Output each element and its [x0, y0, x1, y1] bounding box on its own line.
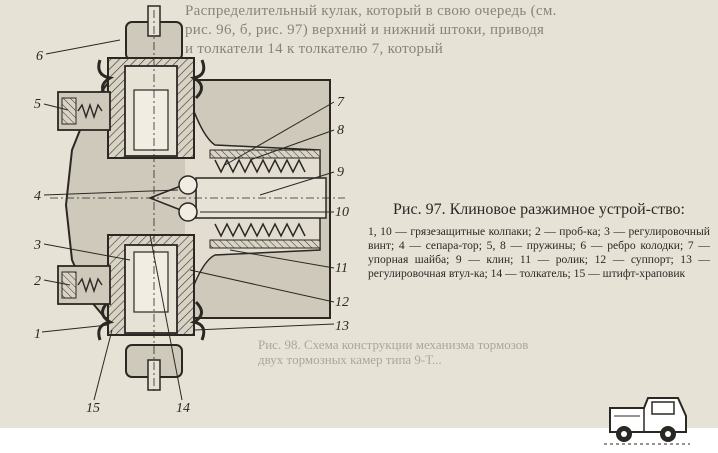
- caption-body: 1, 10 — грязезащитные колпаки; 2 — проб-…: [368, 225, 710, 280]
- label-1: 1: [34, 327, 41, 342]
- label-5: 5: [34, 97, 41, 112]
- label-15: 15: [86, 401, 100, 416]
- label-4: 4: [34, 189, 41, 204]
- label-12: 12: [335, 295, 349, 310]
- top-text-line: Распределительный кулак, который в свою …: [185, 3, 557, 19]
- wedge-expander-drawing: 1 2 3 4 5 6 7 8 9 10 11 12 13 14 15: [33, 5, 349, 416]
- figure-caption: Рис. 97. Клиновое разжимное устрой-ство:…: [368, 200, 710, 281]
- caption-title: Рис. 97. Клиновое разжимное устрой-ство:: [393, 201, 685, 218]
- faded-top-text: Распределительный кулак, который в свою …: [185, 2, 718, 59]
- label-13: 13: [335, 319, 349, 334]
- label-2: 2: [34, 274, 41, 289]
- label-10: 10: [335, 205, 349, 220]
- label-14: 14: [176, 401, 190, 416]
- top-text-line: рис. 96, б, рис. 97) верхний и нижний шт…: [185, 22, 545, 38]
- label-6: 6: [36, 49, 43, 64]
- faded-bottom-text: Рис. 98. Схема конструкции механизма тор…: [258, 337, 718, 367]
- label-7: 7: [337, 95, 345, 110]
- bottom-text-line: двух тормозных камер типа 9-Т...: [258, 352, 442, 367]
- label-9: 9: [337, 165, 344, 180]
- top-text-line: и толкатели 14 к толкателю 7, который: [185, 41, 444, 57]
- truck-icon: [604, 397, 690, 445]
- label-8: 8: [337, 123, 344, 138]
- bottom-text-line: Рис. 98. Схема конструкции механизма тор…: [258, 337, 529, 352]
- label-3: 3: [33, 238, 41, 253]
- label-11: 11: [335, 261, 348, 276]
- book-page: Распределительный кулак, который в свою …: [0, 0, 718, 428]
